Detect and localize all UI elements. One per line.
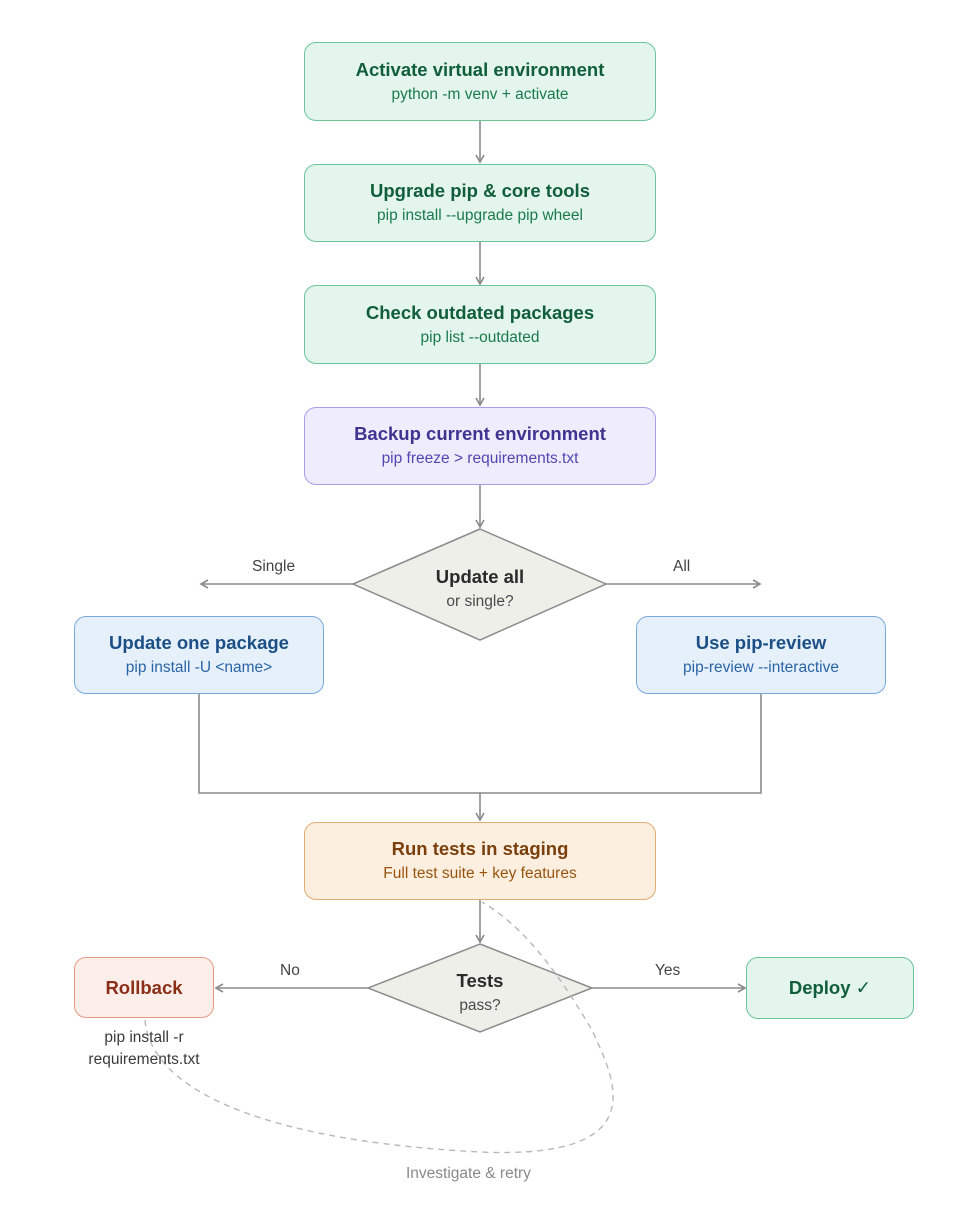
node-rollback: Rollback	[74, 957, 214, 1018]
node-title: Backup current environment	[354, 423, 606, 444]
node-command: Full test suite + key features	[383, 865, 577, 882]
edge-label-single: Single	[252, 558, 296, 575]
decision-title: Tests	[456, 970, 504, 991]
node-title: Activate virtual environment	[355, 58, 605, 80]
rollback-command: pip install -r requirements.txt	[64, 1027, 224, 1071]
node-title: Run tests in staging	[391, 838, 569, 859]
node-pip-review: Use pip-review pip-review --interactive	[636, 616, 886, 694]
edge-label-yes: Yes	[655, 962, 681, 979]
node-backup-env: Backup current environment pip freeze > …	[304, 407, 656, 485]
node-title: Upgrade pip & core tools	[370, 180, 590, 201]
edge-label-no: No	[280, 962, 300, 979]
node-command: pip-review --interactive	[683, 659, 839, 676]
decision-subtitle: pass?	[459, 997, 501, 1014]
node-deploy: Deploy ✓	[746, 957, 914, 1019]
edge-merge	[198, 694, 762, 794]
rollback-command-line1: pip install -r	[104, 1029, 184, 1046]
decision-tests-text: Tests pass?	[400, 969, 560, 1017]
decision-update-text: Update all or single?	[380, 565, 580, 613]
rollback-command-line2: requirements.txt	[88, 1051, 200, 1068]
decision-title: Update all	[435, 566, 525, 587]
edge-label-retry: Investigate & retry	[406, 1165, 531, 1182]
node-title: Use pip-review	[695, 632, 827, 653]
node-command: pip install --upgrade pip wheel	[377, 207, 583, 224]
decision-subtitle: or single?	[446, 593, 514, 610]
node-command: pip list --outdated	[420, 328, 540, 346]
node-update-one: Update one package pip install -U <name>	[74, 616, 324, 694]
node-run-tests: Run tests in staging Full test suite + k…	[304, 822, 656, 900]
node-command: pip install -U <name>	[125, 659, 273, 676]
edge-label-all: All	[673, 558, 691, 575]
node-command: python -m venv + activate	[391, 85, 569, 103]
node-check-outdated: Check outdated packages pip list --outda…	[304, 285, 656, 364]
node-upgrade-pip: Upgrade pip & core tools pip install --u…	[304, 164, 656, 242]
node-title: Rollback	[105, 976, 183, 998]
node-command: pip freeze > requirements.txt	[381, 450, 579, 467]
node-title: Deploy ✓	[788, 977, 872, 998]
node-activate-venv: Activate virtual environment python -m v…	[304, 42, 656, 121]
node-title: Update one package	[109, 632, 289, 653]
node-title: Check outdated packages	[365, 301, 595, 323]
